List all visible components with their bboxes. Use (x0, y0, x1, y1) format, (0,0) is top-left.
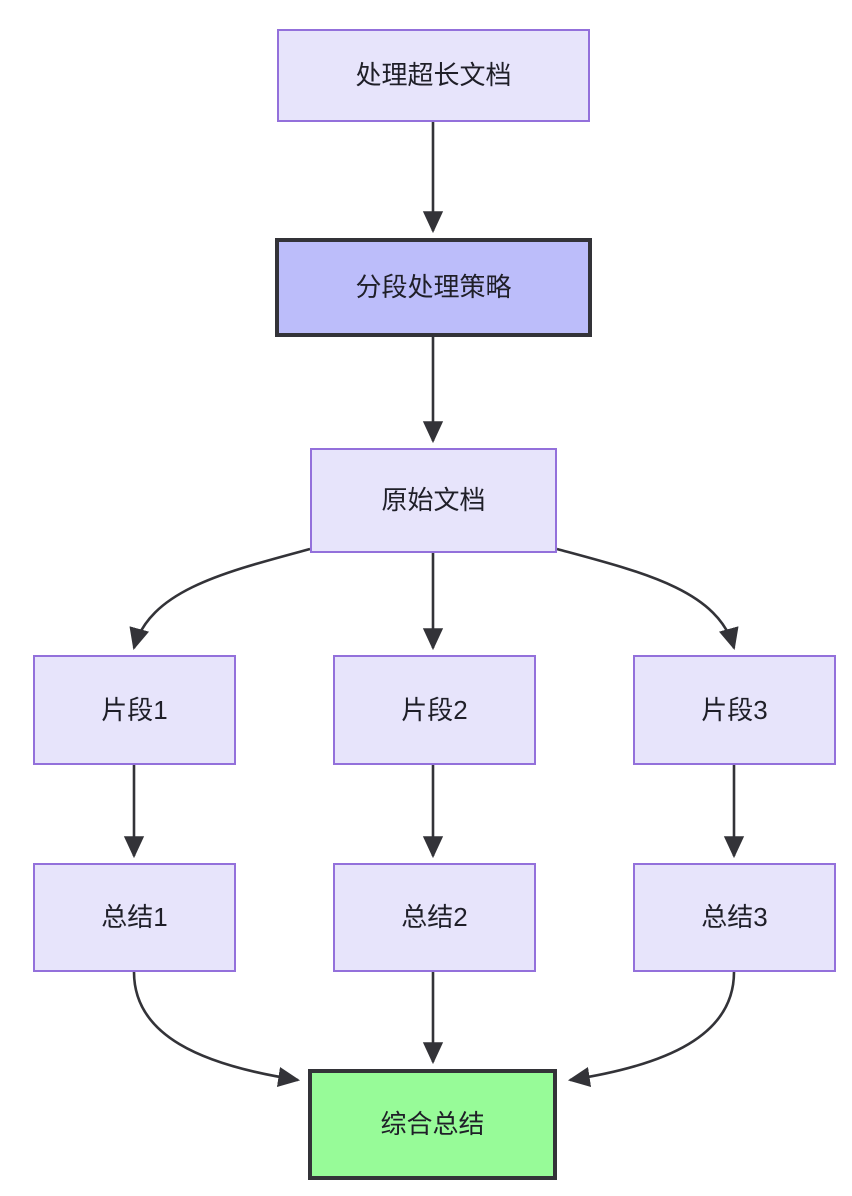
node-label: 总结1 (101, 902, 168, 933)
node-original-document[interactable]: 原始文档 (310, 448, 557, 553)
edge-n7-n10 (132, 971, 301, 1088)
edge-n9-n10 (567, 971, 736, 1088)
node-label: 分段处理策略 (355, 272, 512, 303)
node-fragment-3[interactable]: 片段3 (633, 655, 836, 765)
node-summary-2[interactable]: 总结2 (333, 863, 536, 972)
edge-n3-n6 (556, 547, 739, 651)
node-label: 处理超长文档 (355, 60, 512, 91)
node-summary-1[interactable]: 总结1 (33, 863, 236, 972)
node-chunking-strategy[interactable]: 分段处理策略 (275, 238, 592, 337)
node-label: 片段3 (701, 694, 768, 725)
node-fragment-1[interactable]: 片段1 (33, 655, 236, 765)
edge-n3-n4 (129, 547, 311, 651)
node-summary-3[interactable]: 总结3 (633, 863, 836, 972)
node-label: 总结3 (701, 902, 768, 933)
node-label: 片段2 (401, 694, 468, 725)
node-label: 原始文档 (381, 485, 486, 516)
node-label: 片段1 (101, 694, 168, 725)
node-comprehensive-summary[interactable]: 综合总结 (308, 1069, 557, 1180)
node-label: 总结2 (401, 902, 468, 933)
node-process-long-document[interactable]: 处理超长文档 (277, 29, 590, 122)
node-label: 综合总结 (380, 1109, 485, 1140)
node-fragment-2[interactable]: 片段2 (333, 655, 536, 765)
